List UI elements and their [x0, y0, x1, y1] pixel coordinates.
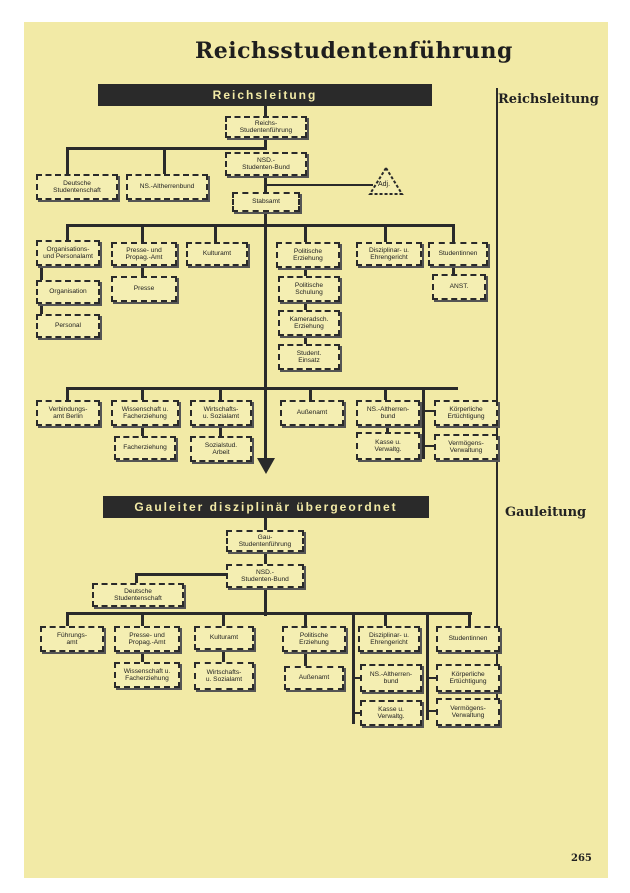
box-gau-wirtschafts-sozialamt: Wirtschafts- u. Sozialamt	[194, 662, 254, 690]
box-gau-fuehrungsamt: Führungs- amt	[40, 626, 104, 652]
box-anst: ANST.	[432, 274, 486, 300]
arrow-down-icon	[257, 458, 275, 474]
box-reichsstudentenfuehrung: Reichs- Studentenführung	[225, 116, 307, 138]
box-presse: Presse	[111, 276, 177, 302]
box-gau-nsd-studentenbund: NSD.- Studenten-Bund	[226, 564, 304, 588]
box-ns-altherrenbund: NS.-Altherrenbund	[126, 174, 208, 200]
banner-gauleiter: Gauleiter disziplinär übergeordnet	[103, 496, 429, 518]
box-koerperliche-ertuechtigung: Körperliche Ertüchtigung	[434, 400, 498, 426]
box-organisation: Organisation	[36, 280, 100, 304]
box-wissenschaft-facherziehung: Wissenschaft u. Facherziehung	[111, 400, 179, 426]
box-politische-schulung: Politische Schulung	[278, 276, 340, 302]
box-gau-studentinnen: Studentinnen	[436, 626, 500, 652]
page-number: 265	[571, 853, 592, 864]
box-gau-presse-propaganda-amt: Presse- und Propag.-Amt	[114, 626, 180, 652]
box-presse-propaganda-amt: Presse- und Propag.-Amt	[111, 242, 177, 266]
box-gau-kulturamt: Kulturamt	[194, 626, 254, 650]
box-deutsche-studentenschaft: Deutsche Studentenschaft	[36, 174, 118, 200]
box-kameradschafts-erziehung: Kameradsch. Erziehung	[278, 310, 340, 336]
banner-reichsleitung: Reichsleitung	[98, 84, 432, 106]
box-gau-wissenschaft-facherziehung: Wissenschaft u. Facherziehung	[114, 662, 180, 688]
box-gau-aussenamt: Außenamt	[284, 666, 344, 690]
book-page	[24, 22, 608, 878]
box-gau-studentenfuehrung: Gau- Studentenführung	[226, 530, 304, 552]
box-ns-altherrenbund-lower: NS.-Altherren- bund	[356, 400, 420, 426]
box-student-einsatz: Student. Einsatz	[278, 344, 340, 370]
box-personal: Personal	[36, 314, 100, 338]
box-stabsamt: Stabsamt	[232, 192, 300, 212]
box-nsd-studentenbund: NSD.- Studenten-Bund	[225, 152, 307, 176]
box-disziplinar-ehrengericht: Disziplinar- u. Ehrengericht	[356, 242, 422, 266]
box-wirtschafts-sozialamt: Wirtschafts- u. Sozialamt	[190, 400, 252, 426]
box-kulturamt: Kulturamt	[186, 242, 248, 266]
box-aussenamt: Außenamt	[280, 400, 344, 426]
adjutant-triangle-icon	[368, 166, 404, 195]
adjutant-label: Adj.	[378, 181, 391, 188]
box-kasse-verwaltung: Kasse u. Verwaltg.	[356, 432, 420, 460]
box-gau-politische-erziehung: Politische Erziehung	[282, 626, 346, 652]
box-gau-deutsche-studentenschaft: Deutsche Studentenschaft	[92, 583, 184, 607]
box-gau-vermoegensverwaltung: Vermögens- Verwaltung	[436, 698, 500, 726]
box-verbindungsamt-berlin: Verbindungs- amt Berlin	[36, 400, 100, 426]
box-gau-disziplinar-ehrengericht: Disziplinar- u. Ehrengericht	[358, 626, 420, 652]
box-gau-koerperliche-ertuechtigung: Körperliche Ertüchtigung	[436, 664, 500, 692]
page-title: Reichsstudentenführung	[195, 38, 513, 64]
side-label-reichsleitung: Reichsleitung	[498, 92, 599, 107]
box-politische-erziehung: Politische Erziehung	[276, 242, 340, 268]
box-sozialstud-arbeit: Sozialstud. Arbeit	[190, 436, 252, 462]
box-organisations-personalamt: Organisations- und Personalamt	[36, 240, 100, 266]
side-label-gauleitung: Gauleitung	[505, 505, 587, 520]
box-gau-kasse-verwaltung: Kasse u. Verwaltg.	[360, 700, 422, 726]
box-gau-ns-altherrenbund: NS.-Altherren- bund	[360, 664, 422, 692]
box-facherziehung: Facherziehung	[114, 436, 176, 460]
box-vermoegensverwaltung: Vermögens- Verwaltung	[434, 434, 498, 460]
box-studentinnen: Studentinnen	[428, 242, 488, 266]
